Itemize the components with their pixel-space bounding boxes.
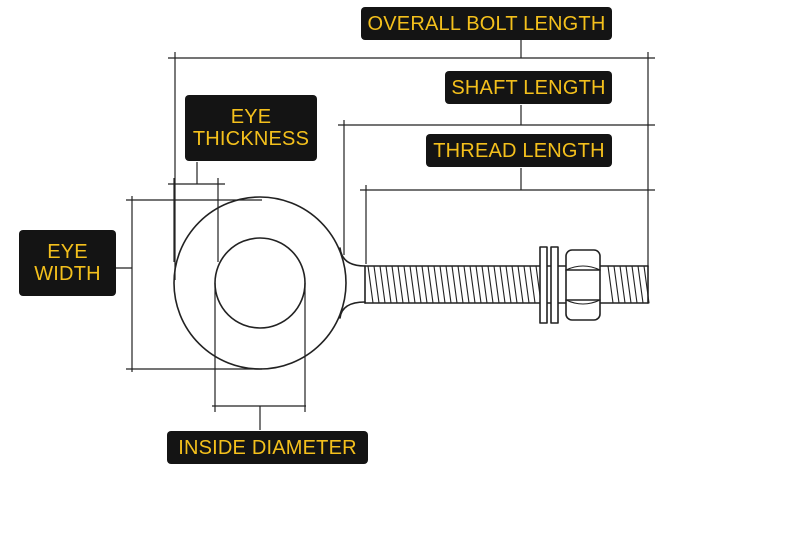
thread-mark: [451, 265, 458, 304]
threaded-shaft: [364, 265, 650, 304]
thread-mark: [433, 265, 440, 304]
eye-neck: [339, 247, 366, 319]
thread-mark: [367, 265, 374, 304]
thread-mark: [511, 265, 518, 304]
thread-mark: [625, 265, 632, 304]
thread-length-label: THREAD LENGTH: [426, 134, 612, 167]
eye-width-label: EYE WIDTH: [19, 230, 116, 296]
thread-mark: [409, 265, 416, 304]
thread-mark: [613, 265, 620, 304]
eye-width-line2: WIDTH: [34, 263, 101, 285]
thread-mark: [643, 265, 650, 304]
thread-mark: [631, 265, 638, 304]
thread-mark: [523, 265, 530, 304]
thread-mark: [607, 265, 614, 304]
inside-diameter-label: INSIDE DIAMETER: [167, 431, 368, 464]
thread-mark: [493, 265, 500, 304]
thread-mark: [427, 265, 434, 304]
washer-2: [550, 246, 559, 324]
overall-bolt-length-label: OVERALL BOLT LENGTH: [361, 7, 612, 40]
thread-mark: [487, 265, 494, 304]
eye-inner-circle: [214, 237, 306, 329]
overall-bolt-length-text: OVERALL BOLT LENGTH: [367, 12, 606, 35]
thread-mark: [403, 265, 410, 304]
thread-mark: [397, 265, 404, 304]
thread-mark: [499, 265, 506, 304]
eye-thickness-line1: EYE: [230, 106, 272, 128]
thread-mark: [517, 265, 524, 304]
thread-mark: [505, 265, 512, 304]
thread-mark: [379, 265, 386, 304]
thread-mark: [463, 265, 470, 304]
hex-nut: [565, 249, 601, 321]
thread-mark: [373, 265, 380, 304]
shaft-length-text: SHAFT LENGTH: [451, 76, 606, 99]
eye-thickness-line2: THICKNESS: [192, 128, 310, 150]
thread-mark: [637, 265, 644, 304]
thread-mark: [475, 265, 482, 304]
washer-1: [539, 246, 548, 324]
thread-mark: [529, 265, 536, 304]
eye-width-line1: EYE: [47, 241, 88, 263]
thread-mark: [421, 265, 428, 304]
eye-thickness-label: EYE THICKNESS: [185, 95, 317, 161]
thread-mark: [385, 265, 392, 304]
thread-mark: [415, 265, 422, 304]
thread-mark: [469, 265, 476, 304]
thread-mark: [619, 265, 626, 304]
thread-length-text: THREAD LENGTH: [433, 139, 605, 162]
thread-mark: [439, 265, 446, 304]
thread-mark: [445, 265, 452, 304]
inside-diameter-text: INSIDE DIAMETER: [178, 436, 357, 459]
thread-mark: [391, 265, 398, 304]
shaft-length-label: SHAFT LENGTH: [445, 71, 612, 104]
thread-mark: [457, 265, 464, 304]
thread-mark: [481, 265, 488, 304]
eye-outer-circle: [173, 196, 347, 370]
